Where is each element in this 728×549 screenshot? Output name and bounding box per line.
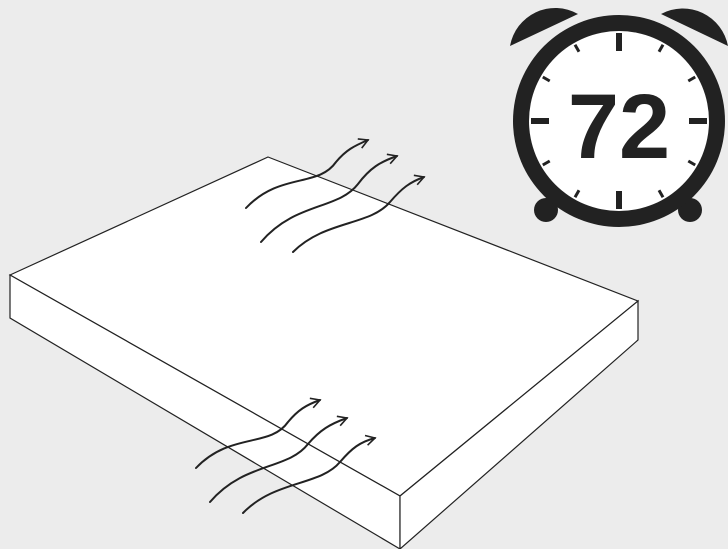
airflow-arrow: [209, 415, 349, 503]
airflow-arrows-icon: [245, 138, 426, 253]
mattress-icon: [8, 156, 640, 549]
clock-ticks: [531, 33, 707, 209]
clock-bell-left: [510, 8, 578, 46]
mattress-right-side: [399, 299, 639, 549]
clock-tick: [573, 44, 581, 53]
clock-tick: [687, 75, 696, 83]
airflow-arrow: [260, 153, 399, 243]
clock-tick: [657, 189, 665, 198]
clock-bell-right: [661, 8, 728, 46]
clock-number: 72: [568, 76, 670, 178]
airflow-arrow: [242, 434, 377, 514]
airflow-arrow: [292, 174, 426, 253]
airflow-arrow: [195, 397, 322, 469]
clock-tick: [542, 159, 551, 167]
clock-face: [529, 31, 709, 211]
clock-tick: [542, 75, 551, 83]
clock-tick: [657, 44, 665, 53]
clock-foot-left: [534, 198, 558, 222]
airflow-arrows-icon: [195, 397, 377, 514]
airflow-arrow: [245, 138, 370, 209]
clock-tick: [687, 159, 696, 167]
alarm-clock-icon: 72: [510, 8, 728, 227]
clock-tick: [573, 189, 581, 198]
mattress-front-side: [9, 273, 401, 549]
